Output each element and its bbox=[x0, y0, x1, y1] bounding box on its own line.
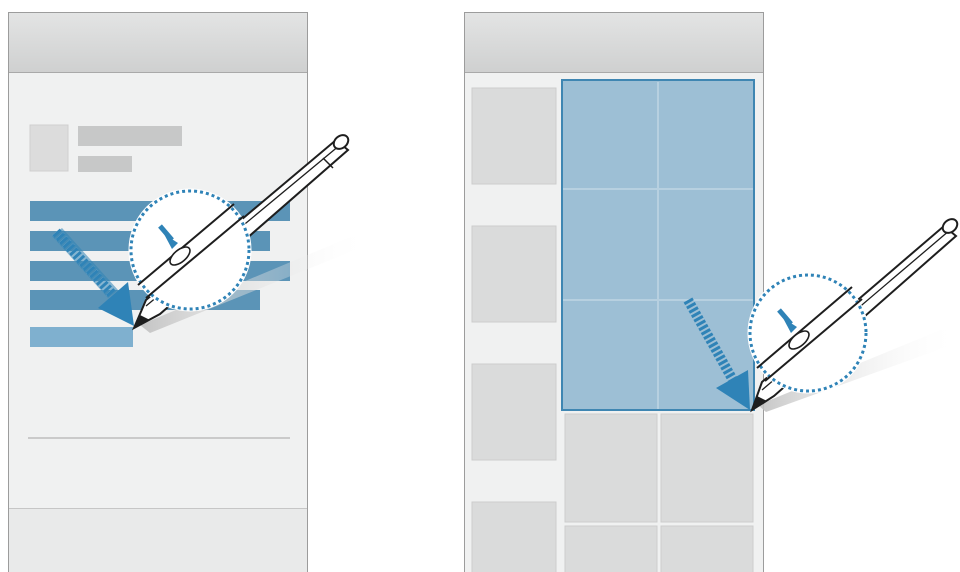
side-tile bbox=[472, 364, 556, 460]
selected-text-line bbox=[30, 327, 133, 347]
thumbnail-placeholder bbox=[30, 125, 68, 171]
grid-tile bbox=[661, 526, 753, 572]
side-tile bbox=[472, 88, 556, 184]
side-tile bbox=[472, 502, 556, 572]
grid-tile bbox=[565, 526, 657, 572]
side-tile bbox=[472, 226, 556, 322]
subtitle-placeholder bbox=[78, 156, 132, 172]
magnify-circle-icon bbox=[131, 191, 249, 309]
title-placeholder bbox=[78, 126, 182, 146]
grid-tile bbox=[661, 414, 753, 522]
right-content bbox=[472, 80, 754, 572]
magnify-circle-icon bbox=[750, 275, 866, 391]
grid-tile bbox=[565, 414, 657, 522]
